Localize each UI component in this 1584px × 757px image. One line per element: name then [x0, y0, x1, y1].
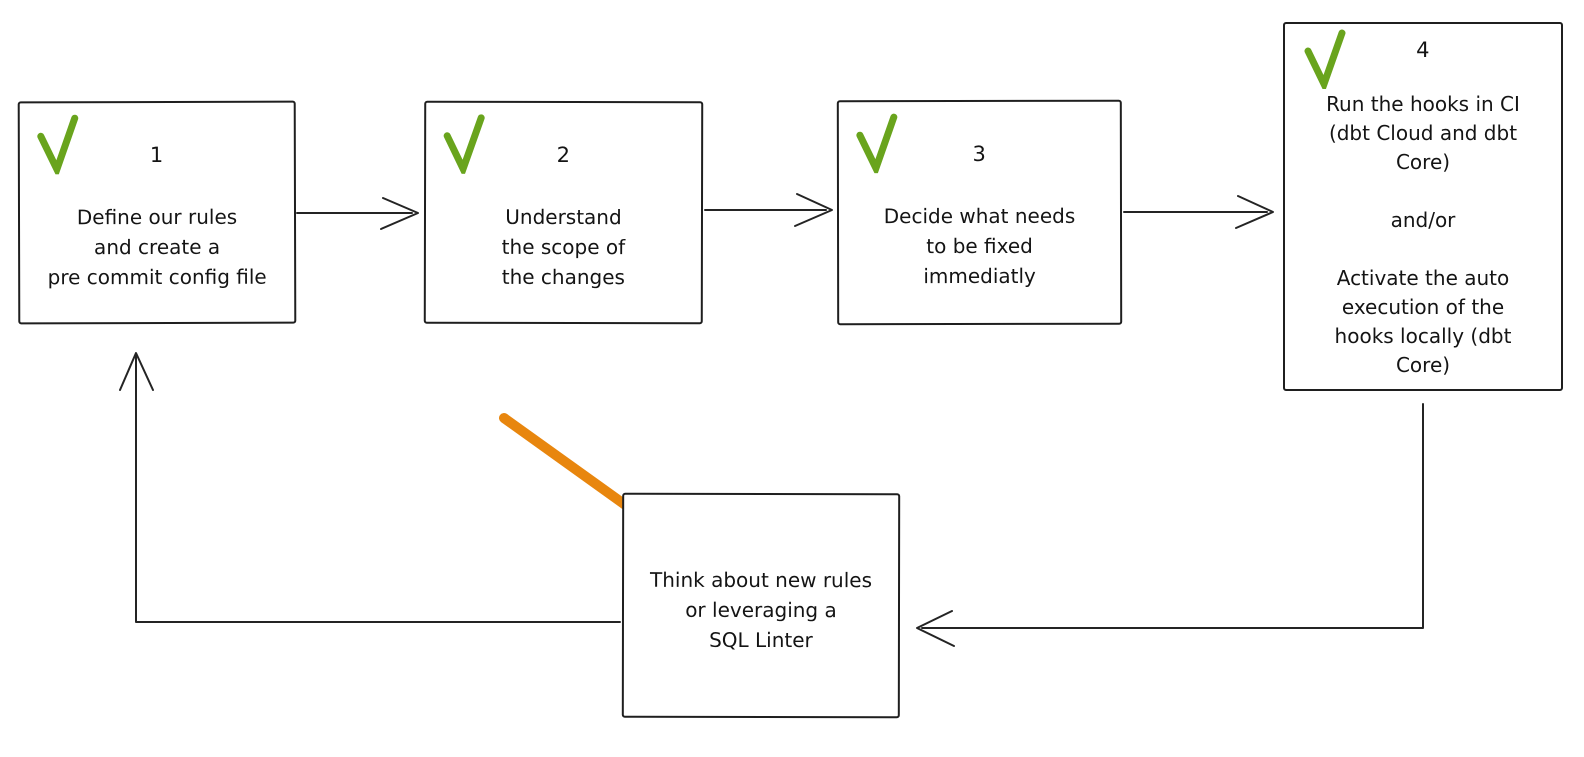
step-number: 1 — [149, 142, 164, 168]
arrow-step4-to-loop-box — [916, 403, 1424, 647]
check-icon — [856, 113, 898, 174]
step-number: 3 — [972, 141, 987, 167]
step-box-4: 4 Run the hooks in CI (dbt Cloud and dbt… — [1283, 22, 1563, 391]
arrow-step1-to-step2 — [296, 197, 419, 230]
step-number: 2 — [556, 142, 571, 168]
step-number: 4 — [1416, 38, 1430, 62]
step-text: Understand the scope of the changes — [501, 204, 626, 290]
step-text: Define our rules and create a pre commit… — [47, 204, 267, 290]
step-box-1: 1 Define our rules and create a pre comm… — [17, 100, 297, 325]
check-icon — [443, 114, 485, 174]
step-box-3: 3 Decide what needs to be fixed immediat… — [836, 99, 1123, 326]
arrow-loop-box-to-step1 — [119, 352, 621, 623]
step-text: Run the hooks in CI (dbt Cloud and dbt C… — [1326, 92, 1520, 377]
loop-box-text: Think about new rules or leveraging a SQ… — [650, 567, 873, 653]
loop-box: Think about new rules or leveraging a SQ… — [621, 492, 901, 719]
step-text: Decide what needs to be fixed immediatly — [883, 203, 1076, 289]
arrow-step2-to-step3 — [704, 193, 833, 227]
step-box-2: 2 Understand the scope of the changes — [423, 100, 704, 325]
check-icon — [1304, 29, 1346, 89]
check-icon — [37, 114, 79, 175]
arrow-step3-to-step4 — [1123, 195, 1274, 229]
